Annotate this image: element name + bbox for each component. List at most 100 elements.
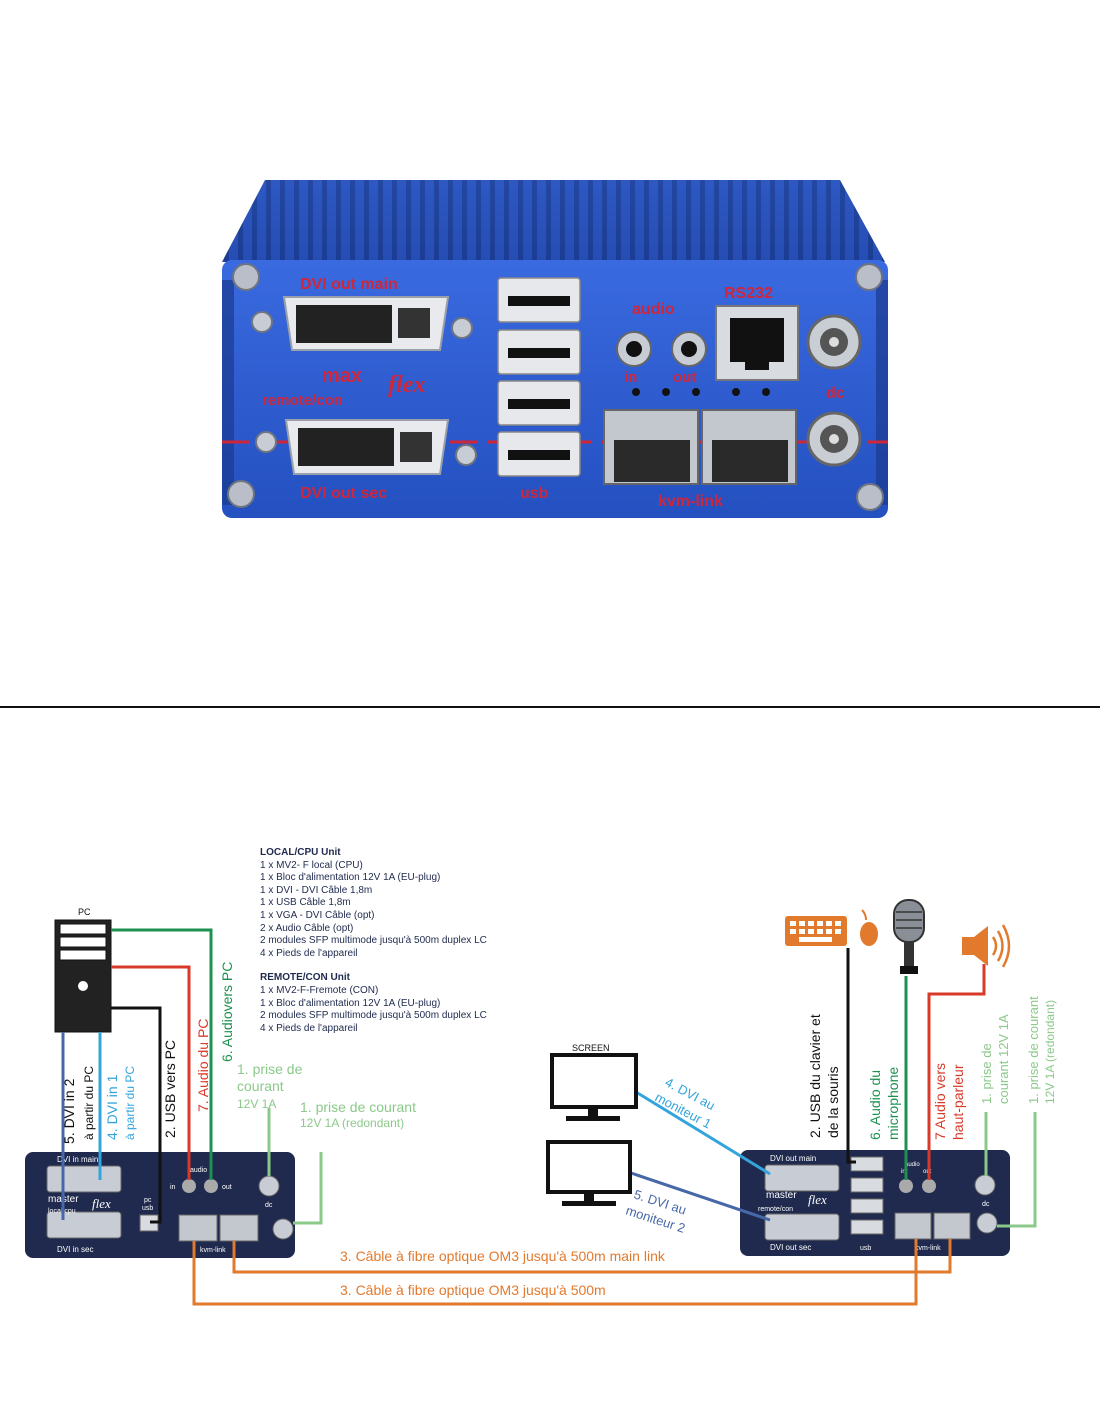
keyboard-icon [785,916,847,946]
local-out-label: out [222,1184,232,1191]
label-r-prise-red-l1: 1. prise de courant [1026,996,1041,1104]
label-usb-clavier-l1: 2. USB du clavier et [807,1014,823,1138]
device-kvm-link-label: kvm-link [658,493,723,510]
speaker-icon [962,924,1011,968]
contents-block: LOCAL/CPU Unit 1 x MV2- F local (CPU) 1 … [260,847,590,1035]
device-audio-out: out [673,369,696,386]
local-usb-label: usb [142,1205,153,1212]
device-remote-con: remote/con [262,392,343,409]
label-dvi-in-1-sub: à partir du PC [123,1066,137,1140]
device-audio-in: in [624,369,637,386]
local-kvm-label: kvm-link [200,1247,226,1254]
label-usb-vers-pc: 2. USB vers PC [162,1040,178,1138]
label-prise-red-l1: 1. prise de courant [300,1099,416,1115]
remote-item: 2 modules SFP multimode jusqu'à 500m dup… [260,1010,487,1022]
local-item: 1 x USB Câble 1,8m [260,897,351,909]
label-usb-clavier-l2: de la souris [825,1066,841,1138]
local-pc-label: pc [144,1197,152,1204]
label-prise-l2: courant [237,1078,284,1094]
label-audio-micro-l2: microphone [885,1067,901,1140]
local-item: 1 x DVI - DVI Câble 1,8m [260,884,373,896]
label-prise-red-l2: 12V 1A (redondant) [300,1116,404,1130]
label-audio-du-pc: 7. Audio du PC [195,1019,211,1112]
cable-usb-clavier [846,948,856,1164]
remote-brand: master [766,1190,797,1201]
cable-audio-vers-pc [111,928,213,1180]
microphone-icon [893,899,925,974]
local-title: LOCAL/CPU Unit [260,847,341,858]
device-dvi-main-label: DVI out main [300,276,398,293]
screen-1-icon: SCREEN [550,1043,638,1121]
local-item: 2 modules SFP multimode jusqu'à 500m dup… [260,935,487,947]
device-rs232-label: RS232 [724,285,773,302]
label-prise-l3: 12V 1A [237,1097,276,1111]
pc-label: PC [78,907,91,917]
label-r-prise-l2: courant 12V 1A [996,1014,1011,1104]
screen-2-icon [546,1140,632,1206]
label-fibre: 3. Câble à fibre optique OM3 jusqu'à 500… [340,1282,606,1298]
remote-item: 1 x MV2-F-Fremote (CON) [260,984,379,996]
local-dvi-in-sec: DVI in sec [57,1245,93,1254]
label-dvi-in-1: 4. DVI in 1 [104,1074,120,1140]
device-brand-max: max [322,365,362,387]
label-dvi-in-2: 5. DVI in 2 [61,1078,77,1144]
local-brand-flex: flex [92,1196,111,1211]
cable-dvi-moniteur-1 [635,1090,771,1176]
remote-unit: DVI out main DVI out sec master flex rem… [740,1150,1010,1256]
remote-out-label: out [923,1169,932,1175]
cable-usb-pc [111,1006,162,1224]
local-item: 1 x Bloc d'alimentation 12V 1A (EU-plug) [260,872,441,884]
remote-dvi-out-main: DVI out main [770,1154,816,1163]
label-audio-hp-l1: 7 Audio vers [932,1063,948,1140]
remote-con-label: remote/con [758,1206,793,1213]
device-dvi-sec-label: DVI out sec [300,485,387,502]
remote-kvm-label: kvm-link [915,1245,941,1252]
label-audio-hp-l2: haut-parleur [950,1064,966,1140]
local-dc-label: dc [265,1202,273,1209]
label-audio-micro-l1: 6. Audio du [867,1070,883,1140]
screen-label: SCREEN [572,1043,610,1053]
device-dc-label: dc [826,385,845,402]
label-prise-l1: 1. prise de [237,1061,303,1077]
device-audio-label: audio [632,301,675,318]
cable-audio-du-pc [111,965,191,1180]
remote-item: 4 x Pieds de l'appareil [260,1022,358,1034]
cable-power-remote-red [997,1112,1037,1228]
remote-in-label: in [901,1169,906,1175]
device-brand-flex: flex [388,372,425,398]
remote-dc-label: dc [982,1201,990,1208]
label-r-prise-l1: 1. prise de [979,1043,994,1104]
remote-audio-label: audio [905,1162,920,1168]
cable-power-local-red [293,1152,323,1225]
local-in-label: in [170,1184,176,1191]
local-unit: DVI in main DVI in sec master flex local… [25,1152,295,1258]
remote-item: 1 x Bloc d'alimentation 12V 1A (EU-plug) [260,997,441,1009]
label-r-prise-red-l2: 12V 1A (redondant) [1043,1000,1057,1104]
connection-diagram: PC DVI in main DVI in sec master flex lo… [25,899,1057,1306]
remote-brand-flex: flex [808,1192,827,1207]
label-dvi-in-2-sub: à partir du PC [82,1066,96,1140]
sfp-cages [603,409,797,485]
cable-dvi-moniteur-2 [627,1170,771,1222]
audio-jacks [616,331,770,396]
local-item: 1 x MV2- F local (CPU) [260,859,363,871]
local-item: 1 x VGA - DVI Câble (opt) [260,909,375,921]
label-audio-vers-pc: 6. Audiovers PC [219,962,235,1062]
remote-usb-label: usb [860,1245,871,1252]
cable-audio-hp [927,964,986,1180]
fiber-main-link [232,1239,952,1274]
local-item: 4 x Pieds de l'appareil [260,947,358,959]
label-fibre-main: 3. Câble à fibre optique OM3 jusqu'à 500… [340,1248,666,1264]
section-divider [0,706,1100,708]
mouse-icon [860,909,878,946]
remote-title: REMOTE/CON Unit [260,972,350,984]
corner-screws [227,263,884,511]
local-item: 2 x Audio Câble (opt) [260,922,354,934]
product-photo: DVI out main max flex remote/con DVI out… [222,180,888,518]
local-audio-label: audio [190,1167,207,1174]
remote-dvi-out-sec: DVI out sec [770,1243,811,1252]
dvi-sec-port [255,419,477,475]
device-usb-label: usb [520,485,549,502]
dvi-main-port [251,296,473,351]
local-dvi-in-main: DVI in main [57,1155,98,1164]
